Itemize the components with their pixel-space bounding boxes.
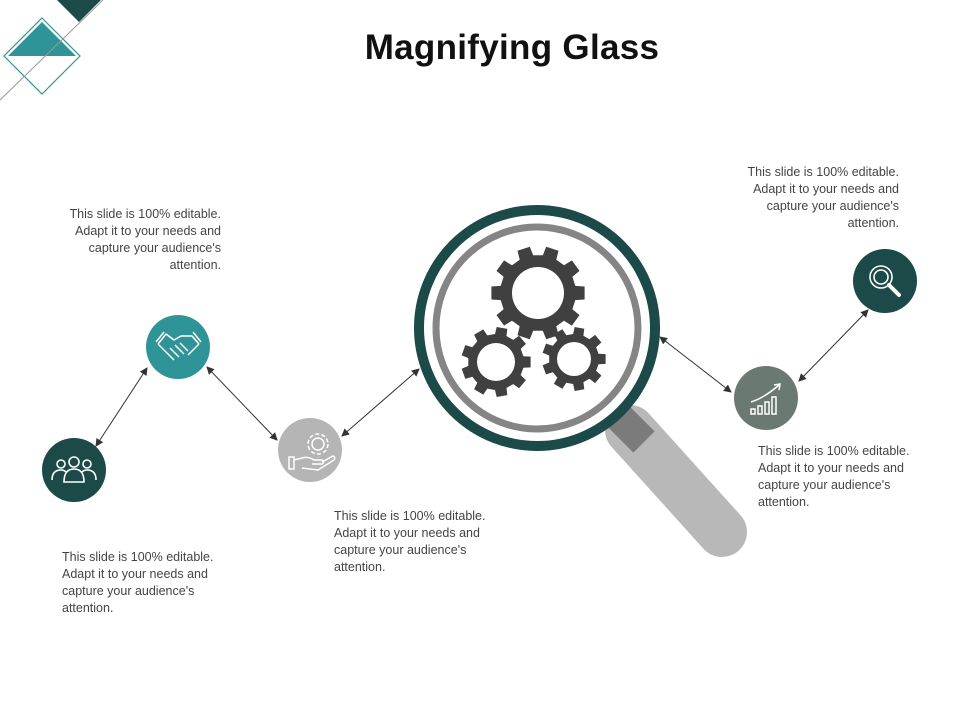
corner-diamond-fill [8,22,76,56]
handshake-icon [155,331,202,361]
corner-diagonal-line [0,0,104,101]
node-circle-users [42,438,106,502]
connector-2 [206,366,278,441]
growth-chart-icon [750,383,781,415]
gears-icon [461,246,606,397]
corner-triangle-dark [57,0,101,22]
gear-large [491,246,585,340]
description-gear-hand: This slide is 100% editable. Adapt it to… [334,509,486,574]
connector-3 [341,368,420,437]
users-icon [51,456,97,483]
description-growth: This slide is 100% editable. Adapt it to… [758,444,910,509]
magnifier-handle [605,405,747,557]
connector-5 [798,309,869,382]
connector-4 [659,336,732,393]
search-icon [869,265,901,297]
node-circle-search [853,249,917,313]
description-handshake: This slide is 100% editable. Adapt it to… [69,207,221,272]
connector-1 [95,367,148,447]
description-search: This slide is 100% editable. Adapt it to… [747,165,899,230]
gear-left [461,327,531,397]
node-circle-gear-hand [278,418,342,482]
gear-hand-icon [288,433,336,471]
node-circle-growth [734,366,798,430]
magnifying-glass-icon [414,205,747,557]
page-title: Magnifying Glass [364,28,660,67]
description-users: This slide is 100% editable. Adapt it to… [62,550,214,615]
gear-right [542,327,606,391]
